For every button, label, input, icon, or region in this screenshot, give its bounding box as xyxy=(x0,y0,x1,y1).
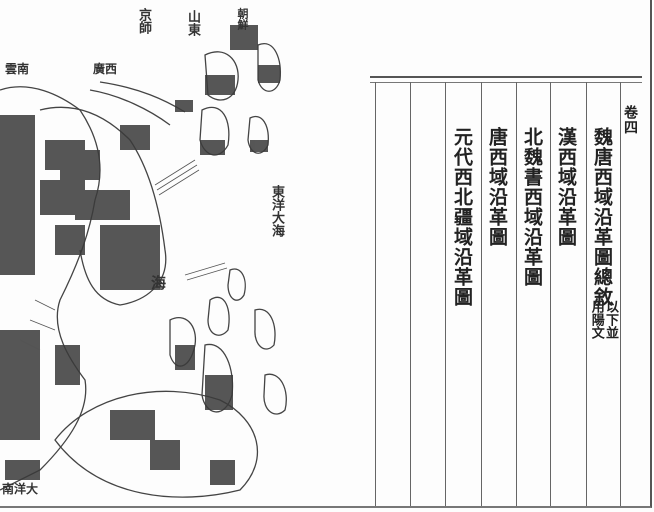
map-label-east-ocean: 東洋大海 xyxy=(269,185,284,237)
map-label-south-ocean: 南洋大 xyxy=(2,482,39,496)
big-island xyxy=(54,390,259,498)
entry-title: 北魏書西域沿革圖 xyxy=(521,127,543,287)
column-rule xyxy=(445,82,446,506)
column-rule xyxy=(410,82,411,506)
entry-title: 魏唐西域沿革圖總敘 xyxy=(591,127,613,307)
peninsula xyxy=(39,106,167,306)
column-rule xyxy=(516,82,517,506)
top-border xyxy=(370,76,642,78)
entry-title: 漢西域沿革圖 xyxy=(555,127,577,247)
island-1 xyxy=(204,51,239,101)
map-label-capital: 京師 xyxy=(136,8,151,34)
map-label-shandong: 山東 xyxy=(185,10,200,36)
entry-title: 元代西北疆域沿革圖 xyxy=(451,127,473,307)
map-label-sea: 海 xyxy=(149,275,167,290)
column-rule xyxy=(620,82,621,506)
column-rule xyxy=(375,82,376,506)
mainland-coast xyxy=(0,86,101,491)
column-rule xyxy=(586,82,587,506)
entry-title: 唐西域沿革圖 xyxy=(486,127,508,247)
column-rule xyxy=(481,82,482,506)
map-label-yunnan: 雲南 xyxy=(5,62,30,76)
column-rule xyxy=(550,82,551,506)
map-label-guangxi: 廣西 xyxy=(93,62,118,76)
volume-label: 卷四 xyxy=(622,105,638,135)
top-border-inner xyxy=(370,82,642,83)
map-illustration xyxy=(0,25,287,498)
entry-note: 以下並用陽文 xyxy=(588,300,618,339)
map-label-korea: 朝鮮 xyxy=(236,8,249,30)
